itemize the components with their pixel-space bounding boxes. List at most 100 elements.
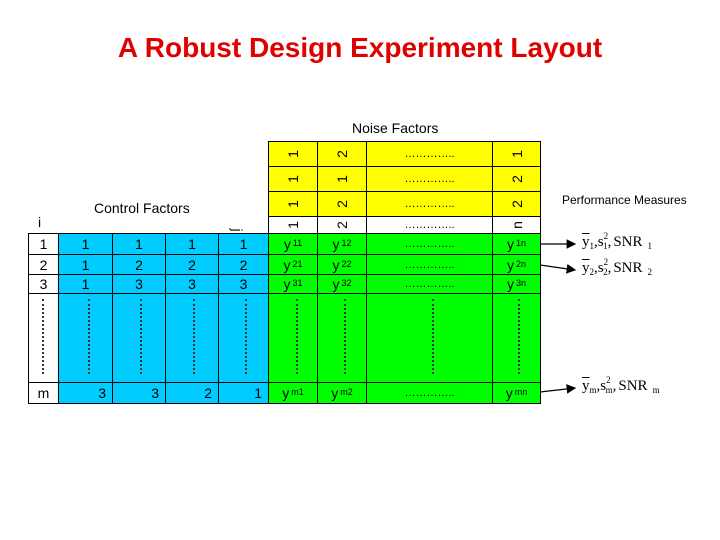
measure-snr: SNR <box>618 378 648 394</box>
control-level: 3 <box>135 276 143 292</box>
arrow-row-m <box>539 384 577 394</box>
response-symbol: y <box>283 276 291 292</box>
measure-ybar: y <box>582 378 590 394</box>
measure-sexp: 2 <box>606 375 611 385</box>
response-symbol: y <box>506 236 514 252</box>
noise-factors-label: Noise Factors <box>352 120 439 136</box>
vertical-ellipsis <box>432 299 434 374</box>
control-level: 1 <box>81 276 90 292</box>
response-subscript: 32 <box>341 278 352 288</box>
response-symbol: ………….. <box>404 278 455 290</box>
response-subscript: 21 <box>292 258 303 269</box>
control-level: 2 <box>188 256 196 273</box>
control-level: 1 <box>254 385 262 401</box>
measure-ybar: y <box>582 234 590 250</box>
response-symbol: y <box>283 236 291 252</box>
response-subscript: 12 <box>341 238 352 248</box>
response-subscript: 31 <box>292 278 303 288</box>
measure-sexp: 2 <box>603 231 609 241</box>
ellipsis-response-cell <box>268 293 318 383</box>
separator: , <box>594 234 598 250</box>
measure-s: s <box>600 378 607 394</box>
measure-s: s <box>597 234 604 250</box>
response-symbol: y <box>282 385 290 401</box>
response-subscript: mn <box>514 387 528 397</box>
control-level: 2 <box>204 385 212 401</box>
response-subscript: m1 <box>291 387 304 397</box>
control-level: 1 <box>135 236 143 252</box>
measure-ysub: m <box>589 385 597 395</box>
noise-cell: 2 <box>317 191 367 217</box>
vertical-ellipsis <box>296 299 298 374</box>
response-subscript: 2n <box>515 258 526 269</box>
response-subscript: 3n <box>515 278 526 288</box>
row-index-label: 2 <box>39 256 48 273</box>
measure-ysub: 1 <box>589 241 595 251</box>
ellipsis-response-cell <box>317 293 367 383</box>
measure-ssub: 1 <box>603 241 608 251</box>
measure-snrsub: m <box>652 385 660 395</box>
response-subscript: m2 <box>340 387 353 397</box>
response-symbol: ………….. <box>404 258 455 271</box>
measure-snrsub: 1 <box>647 241 653 251</box>
row-index-label: 1 <box>39 236 48 252</box>
separator: , <box>596 378 601 394</box>
ellipsis-control-cell <box>218 293 269 383</box>
ellipsis-control-cell <box>58 293 113 383</box>
noise-cell: 1 <box>268 191 318 217</box>
index-i-label: i <box>38 214 42 230</box>
response-symbol: y <box>332 236 340 252</box>
control-level: 1 <box>81 256 90 273</box>
measure-snr: SNR <box>613 234 643 250</box>
performance-measures-label: Performance Measures <box>562 193 687 207</box>
control-level: 3 <box>98 385 106 401</box>
noise-value: ………….. <box>404 173 455 185</box>
measure-snr: SNR <box>613 260 643 276</box>
response-subscript: 22 <box>341 258 352 269</box>
separator: , <box>594 260 598 276</box>
vertical-ellipsis <box>42 299 44 374</box>
noise-cell: 1 <box>492 141 541 167</box>
ellipsis-response-cell <box>492 293 541 383</box>
row-index-label: m <box>37 385 50 401</box>
response-symbol: y <box>332 276 340 292</box>
measure-ssub: m <box>605 385 613 395</box>
response-symbol: y <box>506 256 514 273</box>
noise-value: ………….. <box>404 148 455 160</box>
control-factors-label: Control Factors <box>94 200 190 216</box>
measure-ysub: 2 <box>589 267 595 277</box>
measure-s: s <box>597 260 604 276</box>
control-level: 1 <box>188 236 196 252</box>
measure-ybar: y <box>582 260 590 276</box>
page-title: A Robust Design Experiment Layout <box>117 32 603 63</box>
vertical-ellipsis <box>518 299 520 374</box>
control-level: 3 <box>151 385 159 401</box>
vertical-ellipsis <box>193 299 195 374</box>
control-level: 2 <box>239 256 248 273</box>
row-index-label: 3 <box>39 276 48 292</box>
arrow-row-2 <box>539 264 577 274</box>
response-symbol: y <box>331 385 339 401</box>
response-symbol: ………….. <box>404 387 455 399</box>
control-level: 3 <box>239 276 248 292</box>
response-cell: ………….. <box>366 233 493 255</box>
noise-value: ………….. <box>404 198 455 210</box>
response-subscript: 1n <box>515 238 526 248</box>
vertical-ellipsis <box>140 299 142 374</box>
response-symbol: y <box>506 276 514 292</box>
control-level: 1 <box>81 236 90 252</box>
measure-sexp: 2 <box>603 257 609 267</box>
noise-value: ………….. <box>404 219 455 231</box>
noise-cell: ………….. <box>366 191 493 217</box>
response-subscript: 11 <box>292 238 303 248</box>
measure-snrsub: 2 <box>647 267 653 277</box>
vertical-ellipsis <box>245 299 247 374</box>
response-symbol: y <box>283 256 291 273</box>
noise-cell: 1 <box>268 141 318 167</box>
